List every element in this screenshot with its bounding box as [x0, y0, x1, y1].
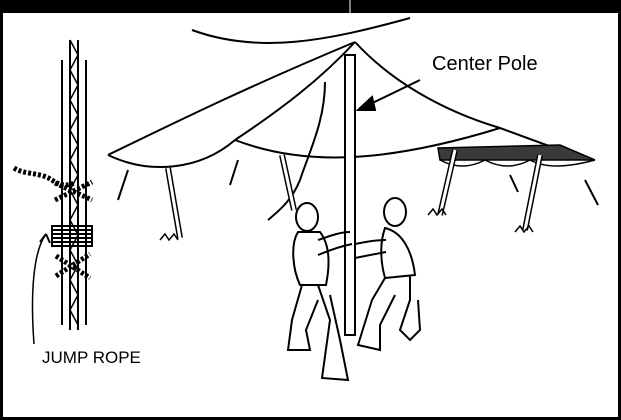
jump-rope-label: JUMP ROPE: [42, 348, 141, 367]
tent-canopy: [108, 18, 560, 220]
person-left: [288, 203, 352, 380]
center-pole-arrow: [358, 80, 420, 110]
center-pole-label: Center Pole: [432, 53, 538, 75]
tent-poles: [118, 55, 598, 335]
person-right: [355, 198, 420, 350]
center-pole: [345, 55, 355, 335]
awning: [438, 145, 595, 166]
jump-rope-detail: [14, 40, 92, 344]
